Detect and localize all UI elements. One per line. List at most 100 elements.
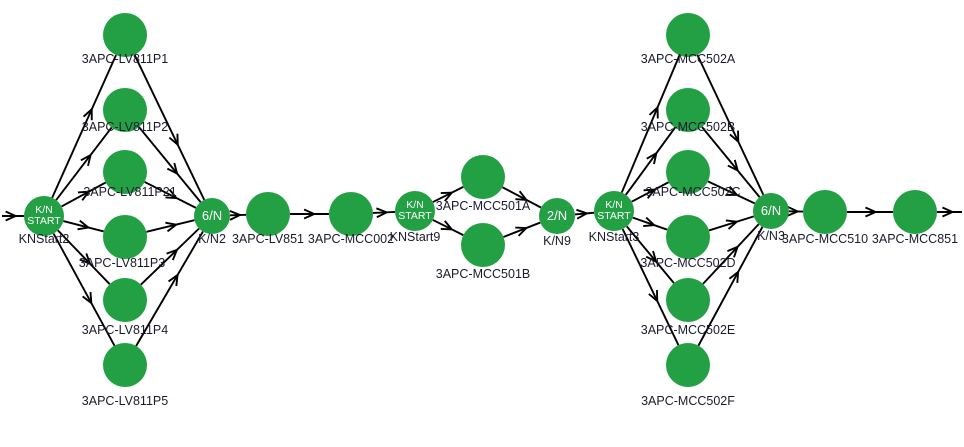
arrowhead-icon bbox=[5, 210, 18, 222]
edge-lv811p4-to-kn2 bbox=[140, 227, 200, 286]
edge-mcc851-to-exit bbox=[937, 206, 962, 218]
arrowhead-icon bbox=[440, 220, 454, 231]
node-inner-text: K/N START bbox=[398, 198, 432, 222]
edge-knstart2-to-lv811p21 bbox=[61, 181, 107, 208]
arrowhead-icon bbox=[648, 105, 659, 119]
arrowhead-icon bbox=[168, 133, 179, 147]
arrowhead-icon bbox=[515, 226, 529, 237]
edge-mcc501b-to-kn9 bbox=[503, 221, 541, 238]
arrowhead-icon bbox=[166, 248, 179, 261]
edge-entry-to-knstart2 bbox=[2, 210, 24, 222]
graph-node-mcc502d[interactable] bbox=[666, 215, 710, 259]
edge-lv811p21-to-kn2 bbox=[144, 181, 197, 209]
graph-node-lv811p2[interactable] bbox=[103, 88, 147, 132]
arrowhead-icon bbox=[643, 216, 657, 227]
arrowhead-icon bbox=[865, 206, 878, 218]
edge-knstart9-to-mcc501a bbox=[432, 185, 464, 203]
arrowhead-icon bbox=[942, 206, 955, 218]
node-inner-text: 2/N bbox=[546, 208, 568, 224]
graph-node-mcc502b[interactable] bbox=[666, 88, 710, 132]
edge-knstart2-to-lv811p2 bbox=[55, 126, 113, 201]
graph-node-mcc501a[interactable] bbox=[461, 155, 505, 199]
arrowhead-icon bbox=[727, 159, 740, 173]
edge-knstart2-to-lv811p3 bbox=[63, 219, 104, 233]
graph-node-mcc510[interactable] bbox=[803, 190, 847, 234]
graph-node-lv851[interactable] bbox=[246, 192, 290, 236]
arrowhead-icon bbox=[729, 130, 740, 144]
edge-mcc002-to-knstart9 bbox=[372, 207, 396, 219]
edge-mcc502c-to-kn3 bbox=[707, 180, 756, 205]
edge-knstart2-to-lv811p4 bbox=[57, 229, 111, 285]
edge-kn3-to-mcc510 bbox=[787, 205, 804, 217]
edge-kn9-to-knstart3 bbox=[574, 208, 595, 220]
edge-lv811p3-to-kn2 bbox=[146, 219, 195, 233]
edge-lv811p2-to-kn2 bbox=[138, 126, 202, 203]
graph-node-kn3[interactable]: 6/N bbox=[753, 193, 789, 229]
node-inner-text: K/N START bbox=[597, 198, 631, 222]
arrowhead-icon bbox=[727, 245, 740, 258]
edge-knstart3-to-mcc502e bbox=[626, 225, 675, 284]
arrowhead-icon bbox=[725, 219, 740, 230]
arrowhead-icon bbox=[725, 186, 740, 196]
graph-node-mcc851[interactable] bbox=[893, 190, 937, 234]
edge-knstart3-to-mcc502a bbox=[620, 54, 681, 193]
edge-mcc501a-to-kn9 bbox=[502, 186, 542, 209]
edge-mcc510-to-mcc851 bbox=[847, 206, 893, 218]
graph-node-mcc502e[interactable] bbox=[666, 278, 710, 322]
edge-knstart2-to-lv811p1 bbox=[51, 54, 117, 199]
edge-knstart2-to-lv811p5 bbox=[52, 233, 116, 347]
arrowhead-icon bbox=[168, 273, 179, 287]
edge-mcc502b-to-kn3 bbox=[701, 126, 761, 198]
graph-node-knstart3[interactable]: K/N START bbox=[594, 191, 634, 231]
edge-knstart3-to-mcc502b bbox=[625, 127, 676, 196]
arrowhead-icon bbox=[79, 253, 92, 266]
arrowhead-icon bbox=[645, 250, 658, 264]
arrowhead-icon bbox=[515, 190, 529, 201]
arrowhead-icon bbox=[643, 188, 657, 199]
edge-knstart3-to-mcc502f bbox=[621, 228, 680, 346]
node-inner-text: 6/N bbox=[201, 208, 223, 224]
edge-lv851-to-mcc002 bbox=[290, 208, 329, 220]
arrowhead-icon bbox=[376, 207, 389, 219]
edge-kn2-to-lv851 bbox=[229, 209, 247, 221]
edge-mcc502d-to-kn3 bbox=[708, 215, 755, 232]
arrowhead-icon bbox=[80, 153, 92, 167]
graph-node-kn2[interactable]: 6/N bbox=[194, 198, 230, 234]
edge-knstart3-to-mcc502d bbox=[632, 216, 668, 231]
arrowhead-icon bbox=[648, 290, 659, 304]
graph-node-lv811p4[interactable] bbox=[103, 278, 147, 322]
graph-node-mcc502f[interactable] bbox=[666, 343, 710, 387]
edge-knstart9-to-mcc501b bbox=[432, 219, 464, 237]
edge-mcc502f-to-kn3 bbox=[697, 226, 764, 347]
graph-node-knstart2[interactable]: K/N START bbox=[24, 196, 64, 236]
arrowhead-icon bbox=[165, 221, 179, 233]
graph-node-mcc502c[interactable] bbox=[666, 150, 710, 194]
edge-knstart3-to-mcc502c bbox=[631, 181, 669, 203]
edge-lv811p5-to-kn2 bbox=[135, 231, 204, 347]
edge-mcc502e-to-kn3 bbox=[702, 223, 760, 285]
arrowhead-icon bbox=[440, 191, 454, 202]
graph-node-knstart9[interactable]: K/N START bbox=[395, 191, 435, 231]
graph-node-lv811p21[interactable] bbox=[103, 150, 147, 194]
node-inner-text: K/N START bbox=[27, 203, 61, 227]
arrowhead-icon bbox=[728, 269, 740, 284]
edge-lv811p1-to-kn2 bbox=[133, 54, 206, 201]
arrowhead-icon bbox=[646, 151, 658, 165]
graph-node-lv811p1[interactable] bbox=[103, 13, 147, 57]
graph-node-mcc002[interactable] bbox=[329, 192, 373, 236]
graph-node-lv811p5[interactable] bbox=[103, 343, 147, 387]
arrowhead-icon bbox=[576, 208, 590, 220]
graph-node-kn9[interactable]: 2/N bbox=[539, 198, 575, 234]
node-inner-text: 6/N bbox=[760, 203, 782, 219]
arrowhead-icon bbox=[166, 162, 179, 176]
edge-mcc502a-to-kn3 bbox=[696, 54, 765, 196]
graph-node-lv811p3[interactable] bbox=[103, 215, 147, 259]
graph-node-mcc502a[interactable] bbox=[666, 13, 710, 57]
graph-node-mcc501b[interactable] bbox=[461, 223, 505, 267]
arrowhead-icon bbox=[303, 208, 317, 220]
arrowhead-icon bbox=[165, 188, 179, 200]
arrowhead-icon bbox=[82, 107, 93, 121]
arrowhead-icon bbox=[77, 219, 91, 231]
arrowhead-icon bbox=[787, 205, 801, 217]
